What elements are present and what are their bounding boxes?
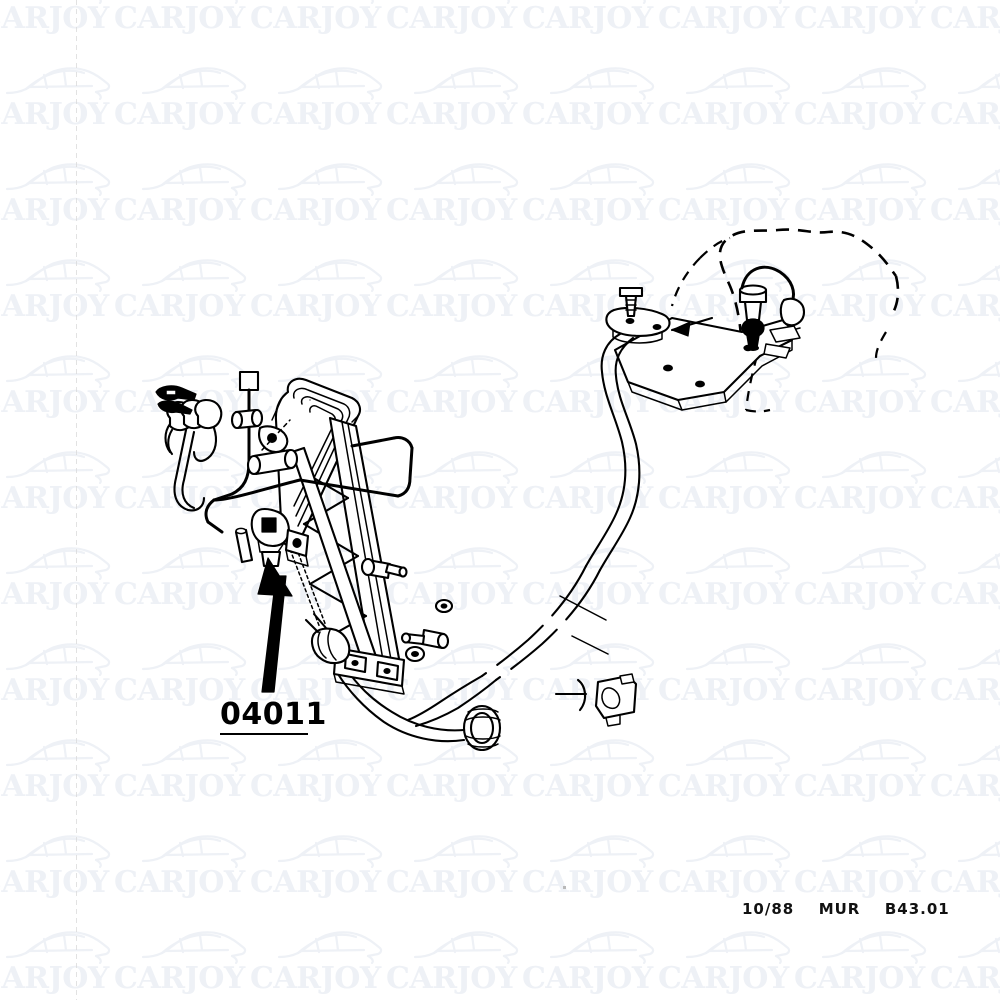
bracket-bolt	[618, 286, 644, 318]
mounting-bracket	[605, 306, 794, 411]
footer-date-code: 10/88	[742, 900, 795, 918]
spring-clip	[155, 385, 197, 415]
footer-plant-code: MUR	[818, 900, 861, 918]
ball-joint	[738, 284, 768, 351]
cable-grommet	[462, 704, 502, 752]
part-number-underline	[220, 733, 308, 735]
throttle-cable	[336, 332, 641, 752]
callout-arrow-04011	[257, 557, 293, 693]
fastener-bolt-lower	[400, 628, 450, 650]
washer-small	[434, 598, 454, 614]
scan-fold-line	[76, 0, 77, 1000]
footer-print-code: 10/88 MUR B43.01	[742, 900, 950, 918]
scan-speck	[563, 886, 566, 889]
bracket-pointer-arrow	[670, 316, 714, 337]
return-spring	[164, 398, 223, 512]
footer-sheet-code: B43.01	[884, 900, 950, 918]
part-number-label: 04011	[220, 697, 327, 732]
fastener-bolt-upper	[360, 557, 408, 580]
part-number-callout: 04011	[220, 700, 327, 735]
cable-barrel-pedal	[304, 612, 351, 665]
washer-left	[404, 645, 426, 663]
scan-speck	[309, 399, 311, 401]
cable-clip	[554, 673, 638, 727]
